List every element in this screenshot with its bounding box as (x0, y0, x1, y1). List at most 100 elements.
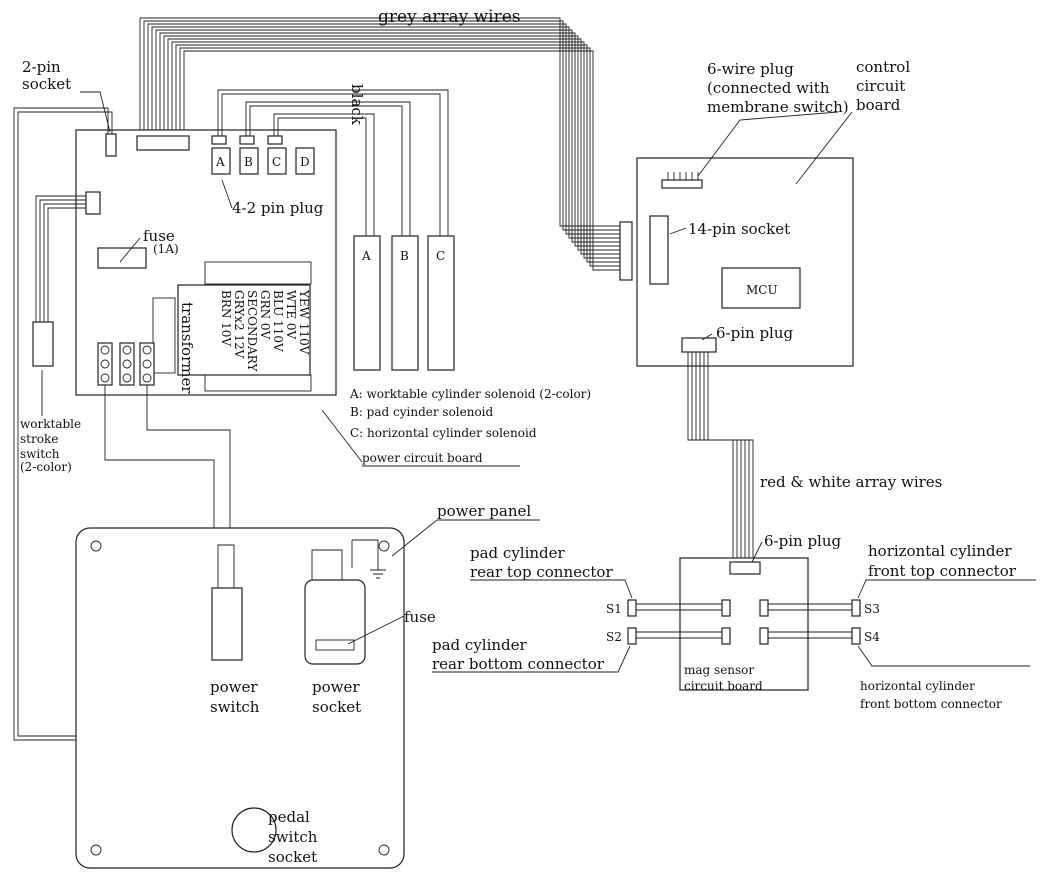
label-power-socket-l1: power (312, 678, 360, 696)
solenoid-c-label: C (436, 249, 445, 263)
label-pad-top-l2: rear top connector (470, 563, 613, 581)
red-white-wire (699, 352, 746, 562)
label-6pin-top: 6-pin plug (716, 324, 794, 342)
label-s2: S2 (606, 630, 622, 644)
switch-wire-1 (35, 195, 86, 322)
leader-6pin-top (701, 333, 713, 341)
label-mag-l1: mag sensor (684, 663, 754, 677)
grey-wire-connector (136, 135, 190, 151)
label-horiz-top-l1: horizontal cylinder (868, 542, 1012, 560)
leader-horiz-top (857, 579, 1036, 599)
fourteen-pin-socket (649, 215, 669, 285)
plug-c-label: C (272, 155, 281, 169)
label-pad-bottom-l1: pad cylinder (432, 636, 528, 654)
label-transformer: transformer (178, 302, 196, 394)
label-horiz-bottom-l1: horizontal cylinder (860, 679, 975, 693)
transformer-top (204, 261, 312, 285)
plug-a-label: A (215, 155, 225, 169)
plug-c (267, 147, 287, 175)
leader-6pin-bottom (751, 541, 763, 563)
label-pad-bottom-l2: rear bottom connector (432, 655, 605, 673)
label-pedal-l2: switch (268, 828, 318, 846)
label-4-2-pin-plug: 4-2 pin plug (232, 199, 324, 217)
red-white-array-wires (687, 352, 754, 562)
leader-14-pin (669, 227, 687, 235)
plug-row (211, 135, 315, 175)
leader-fuse-panel (347, 615, 405, 645)
leader-power-panel (391, 519, 438, 557)
label-14-pin-socket: 14-pin socket (688, 220, 790, 238)
plug-a (211, 147, 231, 175)
switch-leads (217, 544, 235, 588)
transformer-spec-line: WTE 0V (284, 290, 298, 340)
solenoid-c (427, 235, 455, 371)
label-power-circuit-board: power circuit board (362, 451, 483, 465)
leader-pad-top (470, 579, 633, 599)
grey-wire (143, 20, 620, 231)
transformer-bottom (204, 374, 312, 392)
mag-sensor-board (679, 557, 809, 691)
label-fuse: fuse (143, 227, 175, 245)
leader-pad-bottom (432, 645, 631, 673)
label-red-white-wires: red & white array wires (760, 473, 942, 491)
leader-2pin (80, 91, 111, 133)
label-worktable-l2: stroke (20, 432, 58, 446)
legend-c: C: horizontal cylinder solenoid (350, 426, 537, 440)
plug-d (295, 147, 315, 175)
solenoid-a-label: A (361, 249, 371, 263)
label-2pin-l1: 2-pin (22, 58, 61, 76)
label-worktable-l3: switch (20, 447, 60, 461)
leader-power-board (321, 409, 363, 463)
label-horiz-top-l2: front top connector (868, 562, 1017, 580)
grey-wire-socket (619, 221, 633, 281)
leader-control-board (795, 111, 853, 185)
grey-wire (163, 35, 620, 251)
plug-b (239, 147, 259, 175)
mcu-chip (721, 267, 801, 309)
label-control-l1: control (856, 58, 910, 76)
leader-horiz-bottom (857, 645, 1030, 667)
transformer-spec-line: BRN 10V (219, 290, 233, 346)
label-worktable-l4: (2-color) (20, 460, 72, 474)
control-circuit-board (636, 157, 854, 367)
solenoid-b (391, 235, 419, 371)
label-6wire-l3: membrane switch) (707, 98, 849, 116)
label-6wire-l1: 6-wire plug (707, 60, 794, 78)
worktable-stroke-switch (32, 321, 54, 367)
grey-wire (155, 29, 620, 243)
transformer-side (152, 297, 176, 374)
panel-screw-tr (378, 540, 390, 552)
legend-b: B: pad cyinder solenoid (350, 405, 494, 419)
red-white-wire (687, 352, 734, 562)
grey-wire (175, 44, 620, 263)
transformer-spec-line: GRYx2 12V (232, 290, 246, 359)
two-pin-socket (105, 133, 117, 157)
plug-d-label: D (300, 155, 310, 169)
panel-screw-br (378, 844, 390, 856)
six-wire-plug (661, 172, 703, 189)
label-fuse-panel: fuse (404, 608, 436, 626)
solenoid-b-label: B (400, 249, 409, 263)
transformer-spec-line: SECONDARY (245, 290, 259, 372)
ground-symbol (352, 539, 386, 579)
board-fuse (97, 247, 147, 269)
panel-screw-tl (90, 540, 102, 552)
red-white-wire (707, 352, 754, 562)
grey-wire (183, 50, 620, 271)
switch-wire-2 (39, 199, 86, 322)
label-mag-l2: circuit board (684, 679, 763, 693)
black-wires (217, 89, 449, 236)
label-pedal-l1: pedal (268, 808, 310, 826)
grey-wire (179, 47, 620, 267)
grey-wire (151, 26, 620, 239)
power-switch (211, 587, 243, 661)
plug-b-label: B (244, 155, 253, 169)
pedal-switch-socket (231, 807, 277, 853)
transformer-spec-line: YEW 110V (297, 289, 311, 355)
sensor-connectors (627, 599, 861, 645)
panel-screw-bl (90, 844, 102, 856)
screw-terminals (97, 342, 155, 386)
red-white-wire (691, 352, 738, 562)
